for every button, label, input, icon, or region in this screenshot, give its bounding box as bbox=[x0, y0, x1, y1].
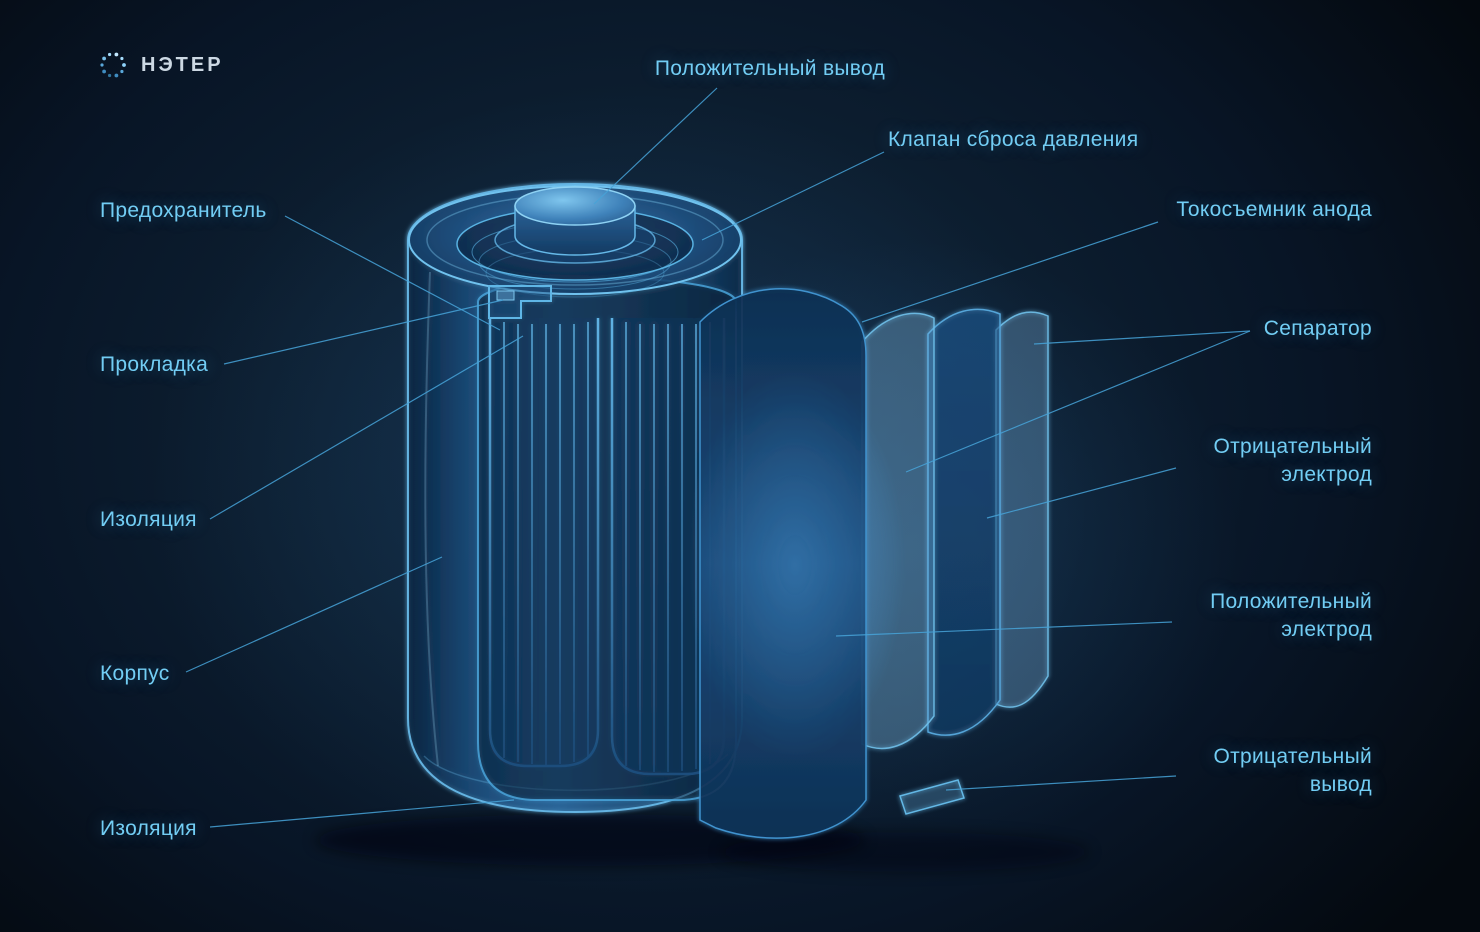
label-positive-terminal: Положительный вывод bbox=[654, 57, 886, 80]
label-insulation-bottom: Изоляция bbox=[100, 817, 197, 840]
plate-group-left bbox=[488, 318, 600, 768]
plate-lines-right bbox=[625, 322, 711, 772]
logo: НЭТЕР bbox=[98, 50, 224, 80]
leader-negative-terminal bbox=[945, 775, 1177, 791]
leader-insulation-bottom bbox=[209, 799, 515, 828]
label-separator: Сепаратор bbox=[1263, 317, 1372, 340]
leader-fuse bbox=[284, 215, 501, 331]
label-negative-electrode: Отрицательный электрод bbox=[1213, 435, 1372, 486]
sheet-negative-electrode bbox=[927, 308, 1001, 736]
leader-pressure-valve bbox=[701, 151, 885, 241]
label-pressure-relief-valve: Клапан сброса давления bbox=[888, 128, 1139, 151]
positive-terminal-button bbox=[514, 186, 636, 226]
label-gasket: Прокладка bbox=[100, 353, 209, 376]
leader-lines bbox=[185, 87, 1251, 828]
gasket-detail bbox=[496, 290, 515, 301]
sheet-separator-outer bbox=[995, 311, 1049, 708]
ground-shadow-sheets bbox=[720, 832, 1090, 872]
label-fuse: Предохранитель bbox=[100, 199, 267, 222]
negative-terminal-tab bbox=[899, 779, 965, 815]
label-negative-terminal: Отрицательный вывод bbox=[1213, 745, 1372, 796]
leader-case bbox=[185, 556, 443, 673]
plate-lines-left bbox=[503, 322, 589, 765]
case-inner-contour bbox=[424, 271, 439, 767]
logo-text: НЭТЕР bbox=[141, 53, 224, 76]
label-anode-current-collector: Токосъемник анода bbox=[1176, 198, 1372, 221]
leader-positive-terminal bbox=[593, 87, 718, 205]
logo-icon bbox=[100, 52, 126, 78]
leader-negative-electrode bbox=[986, 467, 1177, 519]
sheet-highlight bbox=[685, 370, 905, 760]
label-case: Корпус bbox=[100, 662, 170, 685]
leader-insulation-top bbox=[209, 335, 524, 520]
label-insulation-top: Изоляция bbox=[100, 508, 197, 531]
label-positive-electrode: Положительный электрод bbox=[1210, 590, 1372, 641]
leader-separator-2 bbox=[905, 330, 1251, 473]
leader-gasket bbox=[223, 299, 504, 365]
leader-separator-1 bbox=[1033, 330, 1251, 345]
leader-anode-collector bbox=[861, 221, 1159, 323]
leader-positive-electrode bbox=[835, 621, 1173, 637]
